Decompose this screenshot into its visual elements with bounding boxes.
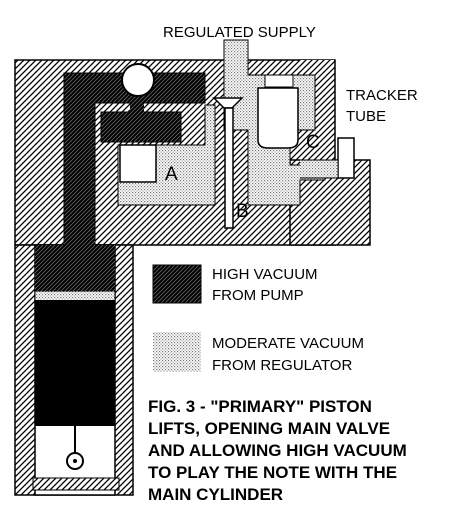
tracker-label-line1: TRACKER [346,87,418,104]
main-piston [34,290,116,470]
legend-high-vacuum-line1: HIGH VACUUM [212,266,318,283]
port-b-label: B [236,201,249,222]
tracker-label-line2: TUBE [346,108,386,125]
legend-high-vacuum-line2: FROM PUMP [212,287,304,304]
caption-line-1: FIG. 3 - "PRIMARY" PISTON [148,397,372,416]
primary-valve [100,63,182,143]
legend-swatch-high-vacuum [152,264,202,304]
figure-caption: FIG. 3 - "PRIMARY" PISTON LIFTS, OPENING… [148,397,407,504]
high-vacuum-chamber [35,245,115,291]
caption-line-3: AND ALLOWING HIGH VACUUM [148,441,407,460]
pouch [257,87,299,149]
port-a-label: A [165,164,178,185]
legend-swatch-moderate-vacuum [153,332,201,372]
primary-piston [119,144,157,183]
legend: HIGH VACUUM FROM PUMP MODERATE VACUUM FR… [152,264,364,374]
legend-moderate-vacuum-line1: MODERATE VACUUM [212,335,364,352]
legend-moderate-vacuum-line2: FROM REGULATOR [212,357,352,374]
valve-stem [224,107,234,229]
caption-line-4: TO PLAY THE NOTE WITH THE [148,463,397,482]
caption-line-2: LIFTS, OPENING MAIN VALVE [148,419,390,438]
caption-line-5: MAIN CYLINDER [148,485,283,504]
tracker-tube [300,137,355,179]
port-c-label: C [306,132,320,153]
supply-label: REGULATED SUPPLY [163,24,316,41]
